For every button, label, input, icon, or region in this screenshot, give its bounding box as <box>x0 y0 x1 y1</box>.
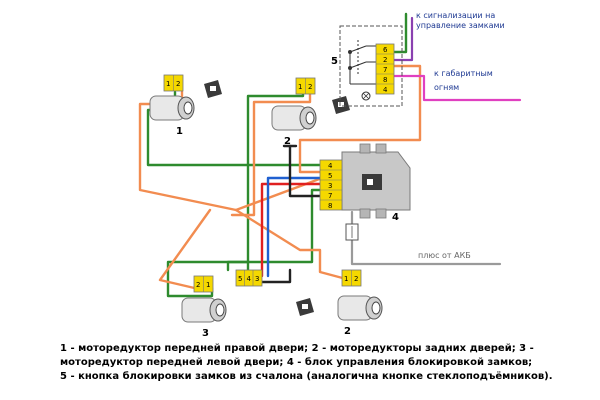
connector-m3: 2 1 <box>193 275 214 293</box>
callout-3: 3 <box>202 328 209 339</box>
block4-pin-2: 5 <box>328 172 332 180</box>
switch5-pin-1: 6 <box>383 46 388 54</box>
connector-m1-pin-b: 2 <box>176 80 180 88</box>
fuse-icon <box>345 223 359 241</box>
diagram-canvas: 1 2 1 1 2 2 2 1 3 <box>138 11 522 339</box>
connector-m2-top: 1 2 <box>295 77 316 95</box>
door-lock-icon <box>332 96 350 114</box>
note-battery: плюс от АКБ <box>418 251 471 260</box>
connector-block4: 4 5 3 7 8 <box>319 159 343 211</box>
wires <box>138 12 522 298</box>
connector-junction-pin-b: 4 <box>247 275 252 283</box>
connector-switch5: 6 2 7 8 4 <box>375 43 395 95</box>
block4-pin-4: 7 <box>328 192 332 200</box>
wire-magenta <box>392 74 522 102</box>
connector-m2-bottom: 1 2 <box>341 269 362 287</box>
switch5-pin-3: 7 <box>383 66 387 74</box>
note-lights-line-1: к габаритным <box>434 69 493 78</box>
note-alarm-line-1: к сигнализации на <box>416 11 495 20</box>
wire-black-upper <box>288 144 326 198</box>
wire-black-lower <box>252 268 292 284</box>
caption-line-1: 1 - моторедуктор передней правой двери; … <box>60 343 534 354</box>
switch5-pin-5: 4 <box>383 86 388 94</box>
motor-reducer-icon <box>181 297 227 323</box>
connector-m3-pin-a: 2 <box>196 281 200 289</box>
block4-pin-3: 3 <box>328 182 332 190</box>
callout-1: 1 <box>176 126 183 137</box>
callout-2-top: 2 <box>284 136 291 147</box>
legend-caption: 1 - моторедуктор передней правой двери; … <box>60 342 590 384</box>
connector-m1-pin-a: 1 <box>166 80 170 88</box>
wire-orange-m2top <box>230 86 312 217</box>
wire-blue <box>266 176 324 278</box>
wire-orange-cross <box>234 208 352 282</box>
motor-reducer-1: 1 2 1 <box>149 74 195 137</box>
block4-pin-5: 8 <box>328 202 332 210</box>
wire-green-alarm <box>392 12 408 54</box>
connector-m2-bottom-pin-a: 1 <box>344 275 348 283</box>
motor-reducer-2-bottom: 1 2 2 <box>337 269 383 337</box>
wire-green-bottom <box>226 188 324 272</box>
wire-gray-battery <box>350 238 502 266</box>
connector-junction-pin-a: 5 <box>238 275 242 283</box>
switch-5: 6 2 7 8 4 5 <box>331 25 403 107</box>
callout-5: 5 <box>331 56 338 67</box>
wire-green-left <box>166 163 250 298</box>
connector-junction: 5 4 3 <box>235 269 263 287</box>
note-lights-line-2: огням <box>434 83 459 92</box>
switch5-pin-2: 2 <box>383 56 387 64</box>
control-unit-4: 4 5 3 7 8 4 <box>319 143 411 223</box>
motor-reducer-icon <box>337 295 383 321</box>
motor-reducer-icon <box>271 105 317 131</box>
wire-orange-left <box>158 208 212 292</box>
motor-reducer-3: 2 1 3 <box>181 275 227 339</box>
callout-2-bottom: 2 <box>344 326 351 337</box>
caption-line-2: моторедуктор передней левой двери; 4 - б… <box>60 357 533 368</box>
connector-junction-pin-c: 3 <box>255 275 259 283</box>
wire-red <box>260 182 324 278</box>
motor-reducer-icon <box>149 95 195 121</box>
connector-m1: 1 2 <box>163 74 184 92</box>
connector-m3-pin-b: 1 <box>206 281 210 289</box>
wire-orange-switch <box>298 64 422 174</box>
block4-pin-1: 4 <box>328 162 333 170</box>
door-lock-icon <box>296 298 314 316</box>
control-unit-icon <box>362 174 382 190</box>
caption-line-3: 5 - кнопка блокировки замков из счалона … <box>60 371 553 382</box>
connector-m2-top-pin-a: 1 <box>298 83 302 91</box>
connector-m2-top-pin-b: 2 <box>308 83 312 91</box>
connector-m2-bottom-pin-b: 2 <box>354 275 358 283</box>
switch-icon <box>348 40 376 85</box>
note-alarm-line-2: управление замками <box>416 21 505 30</box>
wire-purple <box>392 16 414 62</box>
switch5-pin-4: 8 <box>383 76 387 84</box>
lamp-icon <box>361 91 371 101</box>
motor-reducer-2-top: 1 2 2 <box>271 77 317 147</box>
callout-4: 4 <box>392 212 399 223</box>
door-lock-icon <box>204 80 222 98</box>
